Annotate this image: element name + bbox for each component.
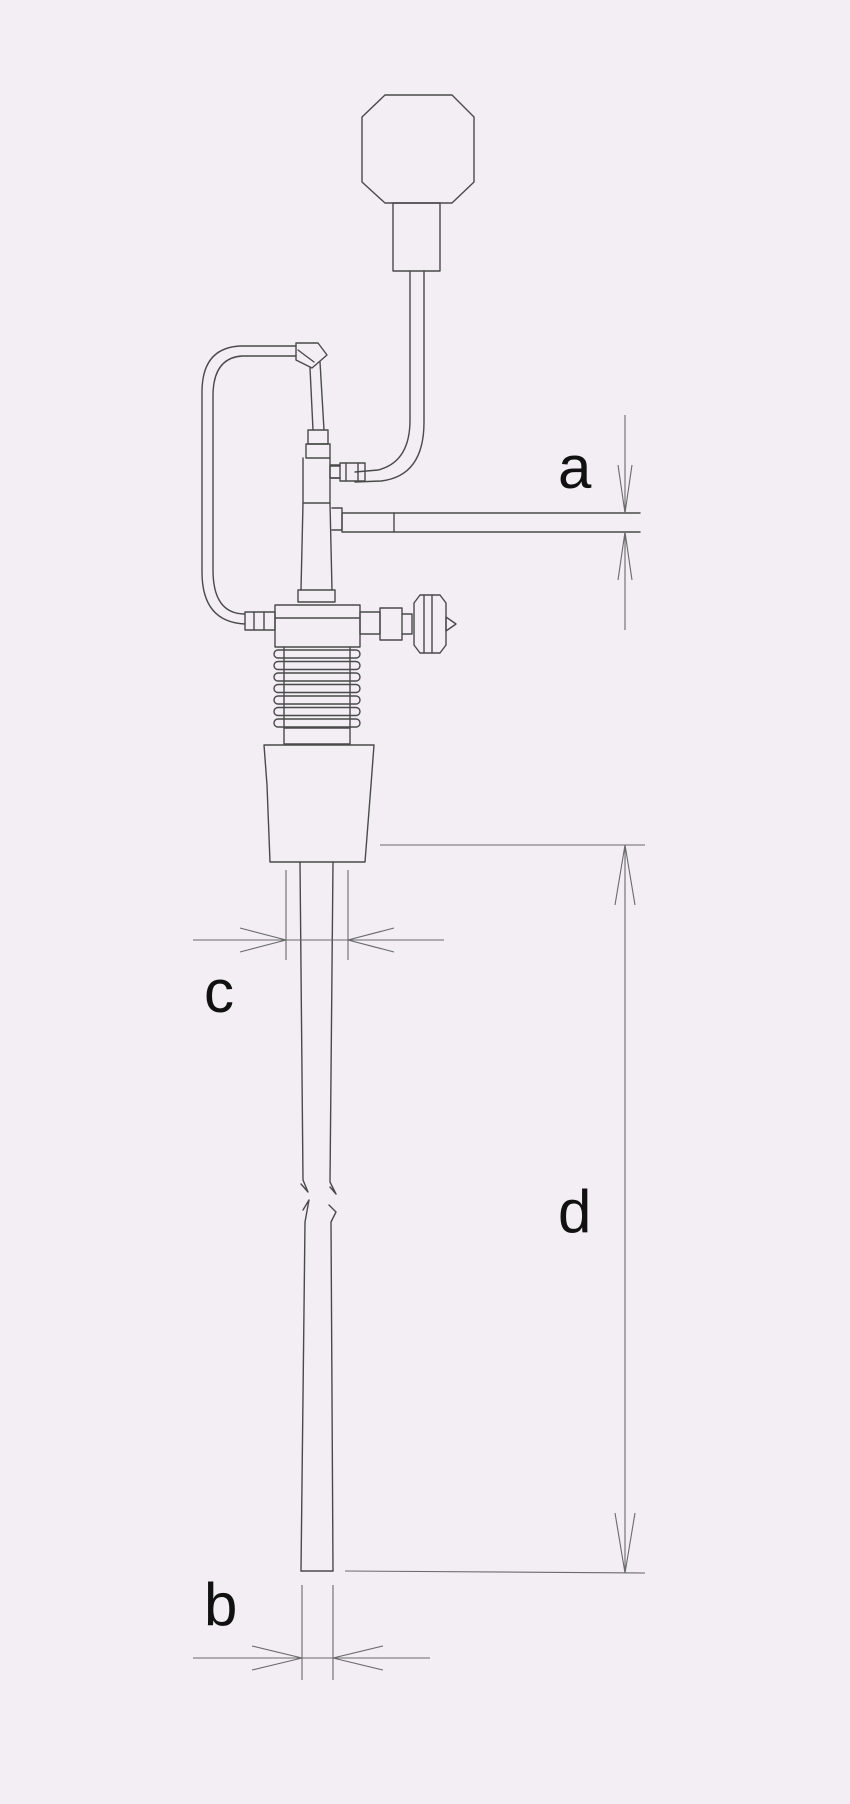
bellows-fin: [273, 672, 361, 682]
bellows-fin: [273, 649, 361, 659]
top-bulb: [361, 94, 475, 272]
dimension-b: [193, 1585, 430, 1680]
bellows: [273, 646, 361, 729]
dimension-c: [193, 870, 444, 960]
bellows-fin: [273, 718, 361, 728]
bulb-tube: [329, 270, 425, 483]
label-a: a: [558, 434, 592, 501]
bellows-fin: [273, 683, 361, 694]
head-block: [274, 594, 457, 654]
dimension-d: [344, 844, 646, 1574]
side-outlet: [331, 507, 641, 533]
bypass-tube: [201, 345, 297, 631]
upper-stem: [295, 342, 341, 603]
bellows-collar: [283, 727, 351, 745]
label-d: d: [558, 1178, 591, 1245]
label-b: b: [204, 1571, 237, 1638]
bellows-fin: [273, 706, 361, 717]
ground-joint: [263, 744, 375, 863]
label-c: c: [204, 958, 234, 1025]
lower-tube: [299, 861, 337, 1572]
bellows-fin: [273, 660, 361, 671]
dimension-a: [617, 415, 633, 630]
bellows-fin: [273, 695, 361, 705]
